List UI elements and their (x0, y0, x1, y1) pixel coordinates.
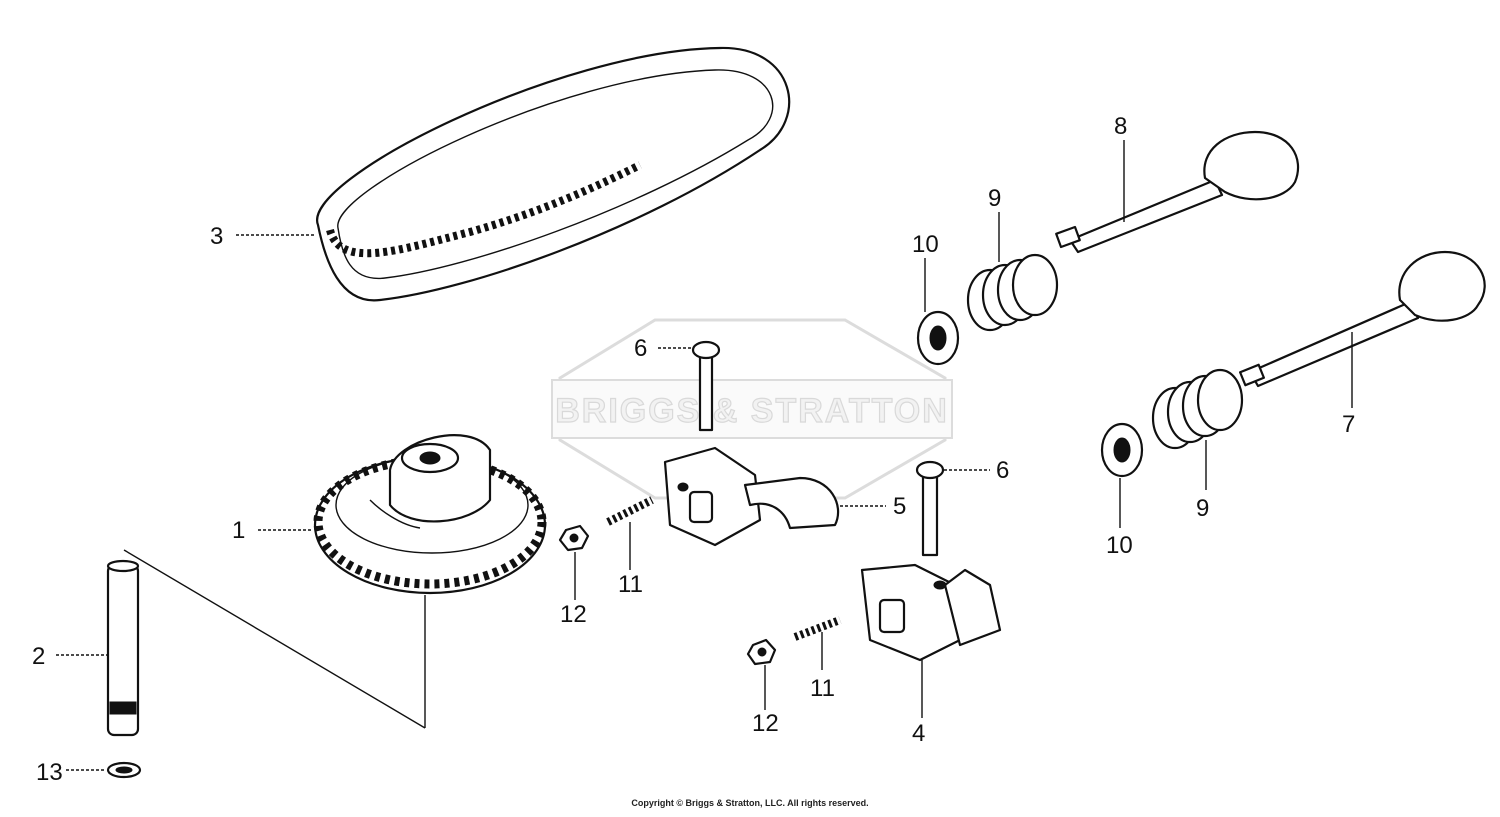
callout-7: 7 (1342, 411, 1355, 438)
callout-12: 12 (560, 601, 587, 628)
part-valve-upper (1055, 130, 1300, 254)
part-timing-belt (316, 46, 791, 302)
callout-11: 11 (618, 571, 643, 598)
part-camshaft-pin (106, 559, 140, 737)
part-valve-spring-lower (1151, 368, 1244, 450)
part-retainer-upper (916, 310, 960, 366)
watermark-text: BRIGGS & STRATTON (555, 392, 949, 430)
part-nut-lower (746, 638, 777, 666)
callout-10-repeat: 10 (1106, 532, 1133, 559)
callout-9: 9 (988, 185, 1001, 212)
callout-6: 6 (634, 335, 647, 362)
callout-3: 3 (210, 223, 223, 250)
part-valve-lower (1239, 250, 1486, 388)
part-rocker-pin-lower (915, 460, 945, 557)
part-washer (106, 761, 142, 779)
part-rocker-pin-upper (691, 340, 721, 432)
part-adjust-screw-upper (606, 496, 654, 526)
callout-10: 10 (912, 231, 939, 258)
callout-9-repeat: 9 (1196, 495, 1209, 522)
watermark: BRIGGS & STRATTON (551, 318, 953, 500)
part-rocker-arm-upper (663, 446, 840, 547)
part-valve-spring-upper (966, 253, 1059, 332)
callout-4: 4 (912, 720, 925, 747)
part-nut-upper (558, 524, 590, 552)
part-retainer-lower (1100, 422, 1144, 478)
copyright-notice: Copyright © Briggs & Stratton, LLC. All … (631, 798, 869, 808)
callout-2: 2 (32, 643, 45, 670)
callout-12-repeat: 12 (752, 710, 779, 737)
part-adjust-screw-lower (793, 616, 842, 641)
callout-13: 13 (36, 759, 63, 786)
part-rocker-arm-lower (860, 563, 1002, 662)
part-camshaft-gear (313, 434, 547, 595)
callout-1: 1 (232, 517, 245, 544)
callout-11-repeat: 11 (810, 675, 835, 702)
callout-5: 5 (893, 493, 906, 520)
callout-6-repeat: 6 (996, 457, 1009, 484)
callout-8: 8 (1114, 113, 1127, 140)
